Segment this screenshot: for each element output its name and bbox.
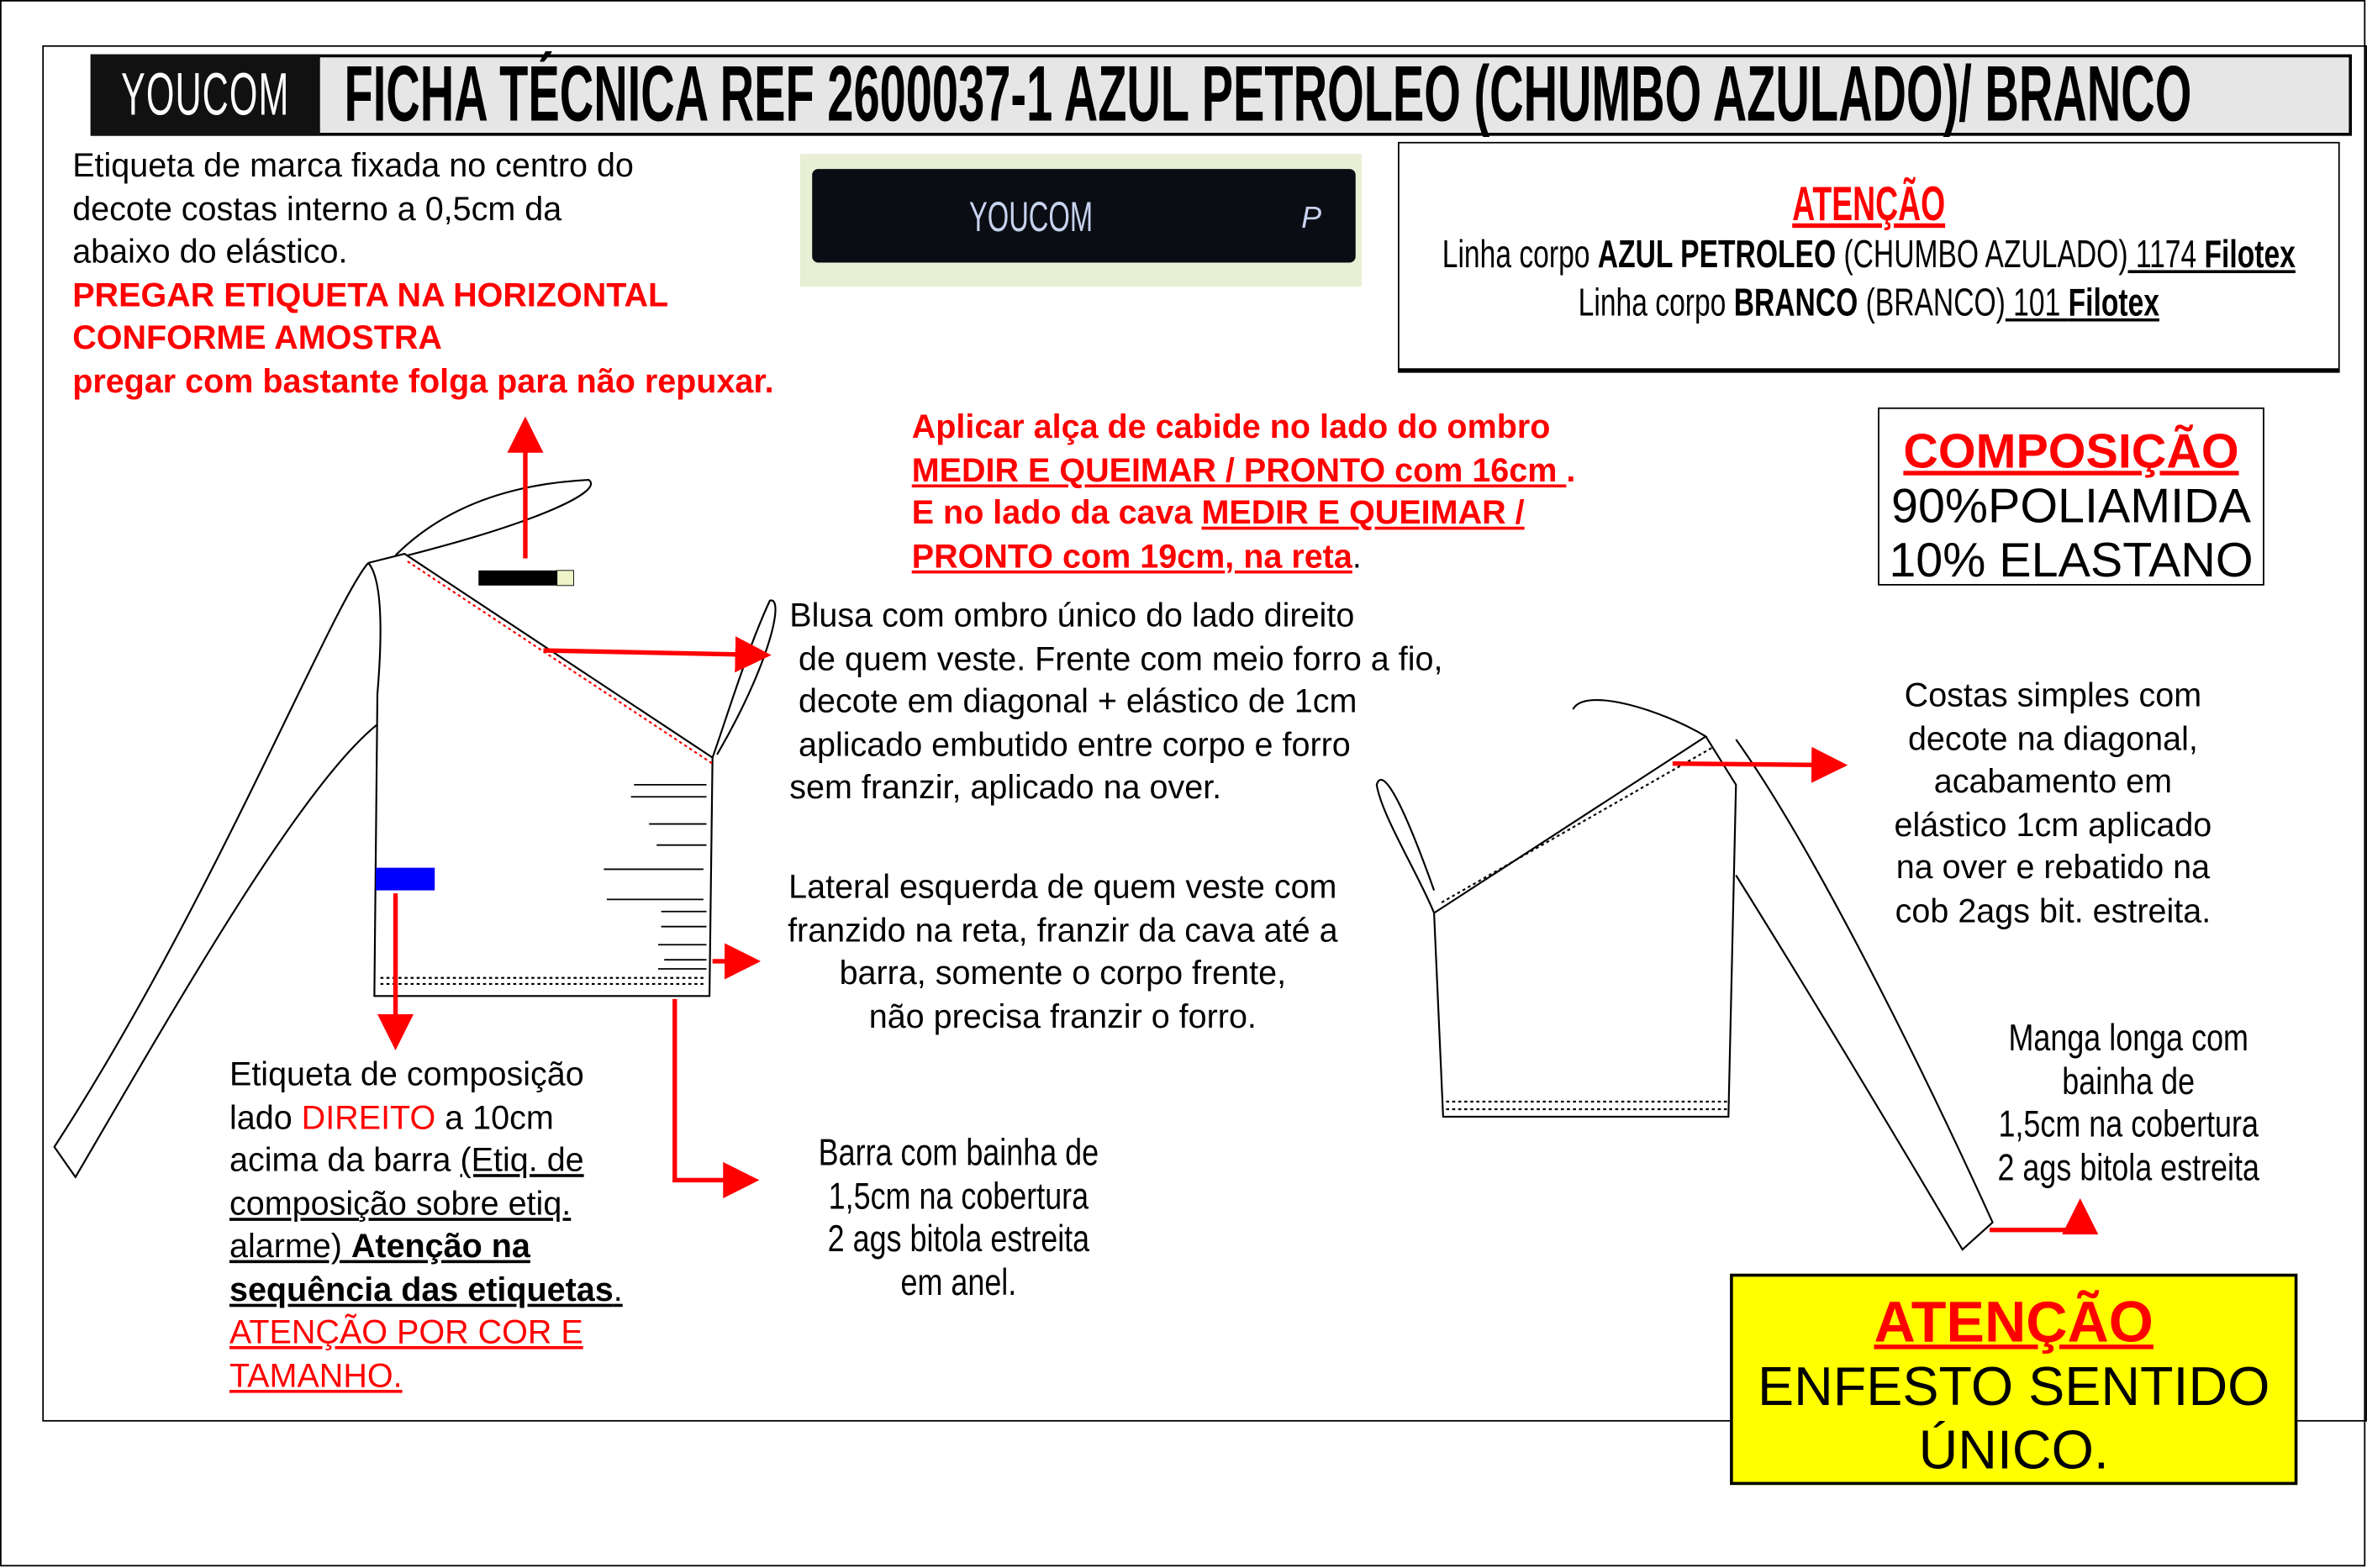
note-line: 1,5cm na cobertura	[828, 1175, 1089, 1218]
note-line: Lateral esquerda de quem veste com	[788, 867, 1337, 906]
note-line: Aplicar alça de cabide no lado do ombro	[911, 407, 1551, 445]
text: E no lado da cava	[911, 493, 1202, 532]
brand-label-marker	[478, 570, 557, 586]
text: .	[613, 1270, 623, 1308]
text: 1174	[2127, 230, 2205, 276]
note-line: barra, somente o corpo frente,	[839, 954, 1287, 992]
text: AZUL PETROLEO	[1597, 230, 1837, 276]
back-garment-sketch	[1375, 698, 1994, 1251]
front-description-note: Blusa com ombro único do lado direito de…	[789, 595, 1442, 810]
text: Atenção na	[351, 1227, 530, 1265]
note-line: elástico 1cm aplicado	[1894, 805, 2212, 844]
text: Filotex	[2204, 230, 2296, 276]
note-line: ATENÇÃO POR COR E	[229, 1313, 583, 1351]
note-line: Barra com bainha de	[818, 1131, 1099, 1175]
text: .	[1352, 536, 1362, 575]
label-size-text: P	[1301, 202, 1322, 236]
back-description-note: Costas simples com decote na diagonal, a…	[1842, 675, 2264, 933]
text: Linha corpo	[1442, 230, 1598, 276]
note-line: sem franzir, aplicado na over.	[789, 768, 1222, 807]
note-line: Manga longa com	[2008, 1017, 2248, 1060]
composition-label-marker	[376, 867, 435, 891]
note-line: 2 ags bitola estreita	[827, 1218, 1090, 1260]
note-line: decote na diagonal,	[1907, 718, 2198, 757]
text: (Etiq. de	[460, 1140, 584, 1179]
note-line: acabamento em	[1933, 761, 2173, 800]
text: PRONTO com 19cm	[911, 536, 1226, 575]
front-garment-sketch	[53, 479, 777, 1179]
composition-label-note: Etiqueta de composição lado DIREITO a 10…	[229, 1054, 623, 1397]
text: alarme)	[229, 1227, 351, 1265]
page-title: FICHA TÉCNICA REF 2600037-1 AZUL PETROLE…	[344, 51, 2192, 139]
brand-logo: YOUCOM	[90, 54, 320, 136]
text: Filotex	[2068, 279, 2159, 325]
composition-line: 10% ELASTANO	[1889, 532, 2254, 587]
text: MEDIR E QUEIMAR /	[1201, 493, 1525, 532]
note-line: na over e rebatido na	[1895, 848, 2211, 887]
note-line: franzido na reta, franzir da cava até a	[788, 910, 1338, 949]
note-line: Etiqueta de marca fixada no centro do	[72, 146, 634, 185]
note-line: decote costas interno a 0,5cm da	[72, 189, 562, 228]
text: sequência das etiquetas	[229, 1270, 614, 1308]
text: MEDIR E QUEIMAR / PRONTO com 16cm	[911, 450, 1567, 488]
brand-label-band: YOUCOM P	[812, 169, 1356, 263]
text: DIREITO	[301, 1097, 436, 1136]
brand-label-note: Etiqueta de marca fixada no centro do de…	[72, 145, 773, 403]
note-line: TAMANHO.	[229, 1355, 403, 1394]
spreading-warning-box: ATENÇÃO ENFESTO SENTIDO ÚNICO.	[1730, 1273, 2298, 1486]
text: Linha corpo	[1578, 279, 1734, 325]
brand-logo-text: YOUCOM	[121, 61, 290, 128]
sleeve-note: Manga longa com bainha de 1,5cm na cober…	[1971, 1017, 2285, 1189]
side-gather-note: Lateral esquerda de quem veste com franz…	[730, 866, 1394, 1039]
sheet-frame	[42, 45, 2367, 1422]
note-line: Blusa com ombro único do lado direito	[789, 596, 1355, 634]
hem-note: Barra com bainha de 1,5cm na cobertura 2…	[795, 1132, 1121, 1304]
note-line: pregar com bastante folga para não repux…	[72, 361, 774, 400]
text: lado	[229, 1097, 302, 1136]
note-line: aplicado embutido entre corpo e forro	[799, 724, 1351, 763]
note-line: PREGAR ETIQUETA NA HORIZONTAL	[72, 275, 669, 313]
note-line: Etiqueta de composição	[229, 1055, 584, 1093]
text: , na reta	[1225, 536, 1352, 575]
composition-heading: COMPOSIÇÃO	[1903, 424, 2239, 479]
thread-line-2: Linha corpo BRANCO (BRANCO) 101 Filotex	[1422, 279, 2316, 326]
text: acima da barra	[229, 1140, 461, 1179]
label-brand-text: YOUCOM	[968, 192, 1094, 240]
text: 101	[2005, 279, 2069, 325]
note-line: em anel.	[900, 1260, 1017, 1303]
text: (CHUMBO AZULADO)	[1836, 230, 2128, 276]
note-line: Costas simples com	[1904, 676, 2202, 714]
note-line: CONFORME AMOSTRA	[72, 318, 442, 356]
callout-arrows	[377, 416, 2099, 1235]
hanger-loop-note: Aplicar alça de cabide no lado do ombro …	[912, 406, 1576, 578]
thread-attention-box: ATENÇÃO Linha corpo AZUL PETROLEO (CHUMB…	[1398, 141, 2340, 373]
warning-line: ÚNICO.	[1918, 1418, 2109, 1481]
note-line: 2 ags bitola estreita	[1997, 1145, 2259, 1189]
title-bar	[90, 54, 2353, 136]
note-line: não precisa franzir o forro.	[868, 997, 1257, 1035]
note-line: composição sobre etiq.	[229, 1183, 572, 1222]
thread-line-1: Linha corpo AZUL PETROLEO (CHUMBO AZULAD…	[1422, 231, 2316, 278]
text: .	[1566, 450, 1576, 488]
note-line: cob 2ags bit. estreita.	[1895, 891, 2211, 929]
note-line: abaixo do elástico.	[72, 232, 348, 271]
composition-line: 90%POLIAMIDA	[1890, 478, 2251, 533]
text: BRANCO	[1733, 279, 1858, 325]
composition-box: COMPOSIÇÃO 90%POLIAMIDA 10% ELASTANO	[1878, 407, 2264, 587]
attention-heading: ATENÇÃO	[1792, 176, 1946, 231]
text: (BRANCO)	[1858, 279, 2006, 325]
warning-heading: ATENÇÃO	[1874, 1292, 2153, 1355]
note-line: 1,5cm na cobertura	[1998, 1102, 2259, 1146]
warning-line: ENFESTO SENTIDO	[1757, 1355, 2270, 1418]
note-line: decote em diagonal + elástico de 1cm	[799, 681, 1357, 720]
note-line: bainha de	[2062, 1060, 2196, 1102]
text: a 10cm	[435, 1097, 554, 1136]
note-line: de quem veste. Frente com meio forro a f…	[799, 639, 1443, 677]
